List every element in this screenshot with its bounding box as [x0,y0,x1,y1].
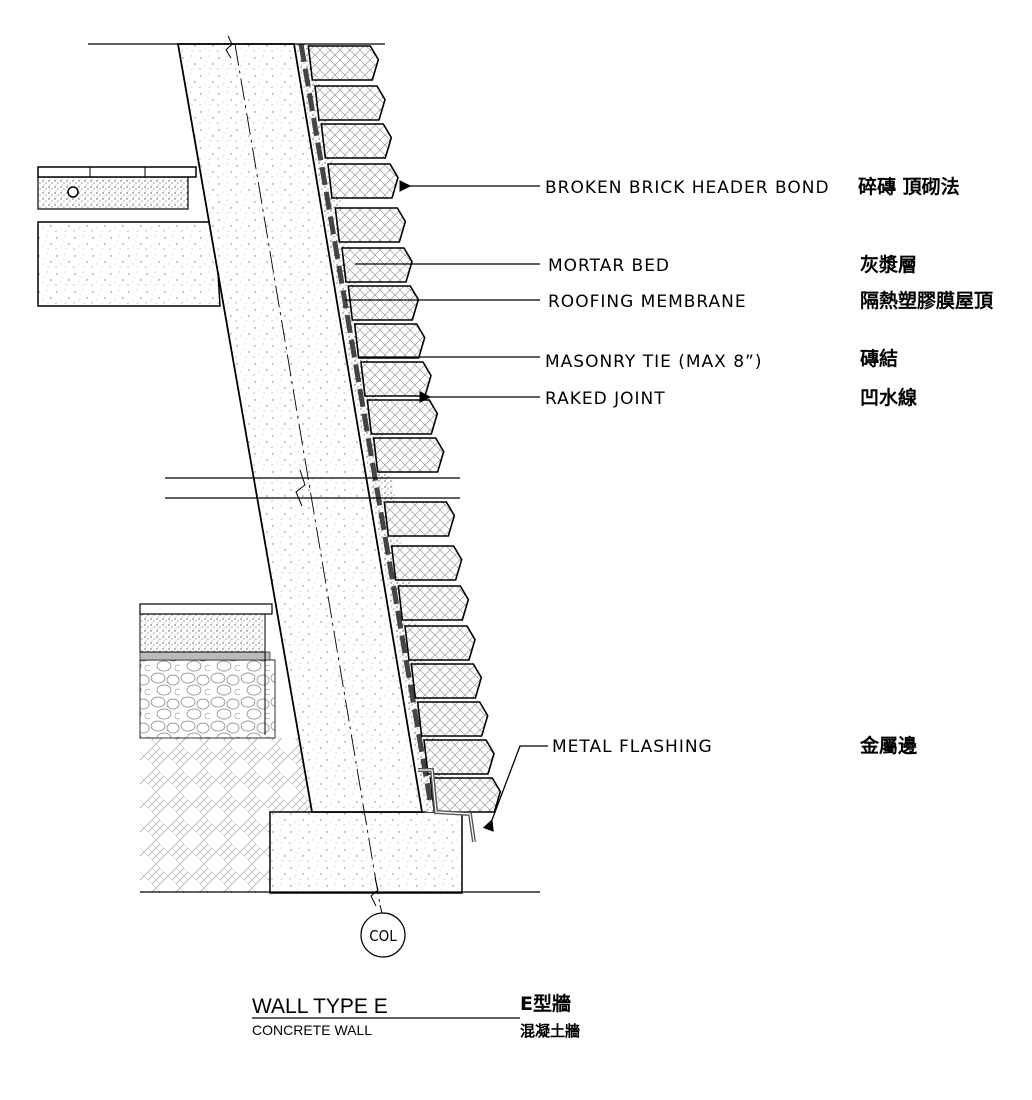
brick [320,123,393,159]
label-broken-brick-header-bond: BROKEN BRICK HEADER BOND [545,178,830,198]
break-symbol-mid [295,469,306,507]
footing [269,811,463,894]
leader-metal-flashing [482,745,548,832]
brick [366,399,439,435]
brick [327,163,399,199]
title-sub: CONCRETE WALL [252,1022,372,1038]
gravel-bed [139,659,276,739]
label-mortar-bed-zh: 灰漿層 [860,253,917,276]
label-raked-joint-zh: 凹水線 [860,386,917,409]
brick [347,285,420,321]
brick [307,45,380,81]
title-main-zh: E型牆 [520,992,571,1015]
label-roofing-membrane: ROOFING MEMBRANE [548,292,747,312]
brick [410,663,483,699]
label-masonry-tie-zh: 磚結 [860,347,898,370]
break-symbol-top [225,35,233,59]
label-raked-joint: RAKED JOINT [545,389,666,409]
upper-paver [37,166,197,178]
column-marker-stem [379,904,383,914]
label-metal-flashing: METAL FLASHING [552,737,713,757]
label-masonry-tie: MASONRY TIE (MAX 8”) [545,352,762,372]
brick [397,585,470,621]
brick [404,625,476,661]
title-sub-zh: 混凝土牆 [520,1022,580,1040]
floor-slab [37,221,221,307]
break-symbol-bottom [370,877,379,907]
ground-slab-topping [139,603,273,615]
roofing-membrane-line [298,43,433,801]
metal-flashing-edge [418,769,475,843]
brick [416,701,489,737]
column-marker-circle [360,912,406,958]
brick [314,85,386,121]
title-main: WALL TYPE E [252,995,388,1018]
label-broken-brick-header-bond-zh: 碎磚 頂砌法 [858,175,960,198]
brick [360,361,432,397]
brick-courses [307,45,502,813]
brick [341,247,413,283]
label-metal-flashing-zh: 金屬邊 [859,734,918,757]
ground-slab [139,613,266,653]
upper-insulation [37,176,189,210]
wall-center-line [234,43,381,906]
brick [372,437,445,473]
brick [423,739,495,775]
brick [390,545,463,581]
brick [429,777,502,813]
brick [383,501,456,537]
brick [353,323,426,359]
column-marker-label: COL [369,927,397,945]
label-mortar-bed: MORTAR BED [548,256,670,276]
gravel-membrane [139,651,271,661]
label-roofing-membrane-zh: 隔熱塑膠膜屋頂 [860,289,994,312]
drain-pipe [67,186,79,198]
brick [334,207,407,243]
